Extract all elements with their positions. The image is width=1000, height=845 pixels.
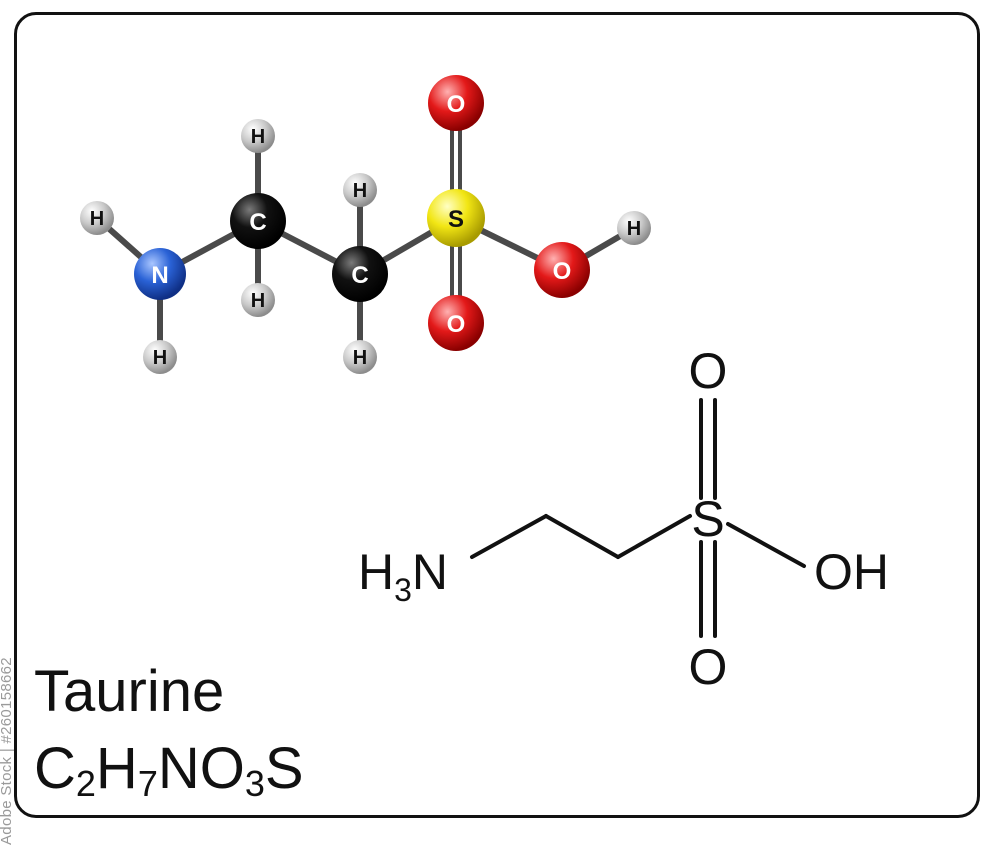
atom-h3: H	[241, 119, 275, 153]
atom-s: S	[427, 189, 485, 247]
atom-sphere	[343, 340, 377, 374]
atom-sphere	[428, 75, 484, 131]
skeletal-bond-c1-c2	[544, 514, 620, 559]
atom-o2: O	[428, 295, 484, 351]
atom-h7: H	[617, 211, 651, 245]
atom-sphere	[143, 340, 177, 374]
atom-label: H	[627, 218, 641, 240]
formula-subscript: 7	[137, 763, 158, 804]
atom-c2: C	[332, 246, 388, 302]
atom-label: C	[249, 209, 266, 236]
atom-sphere	[134, 248, 186, 300]
atom-sphere	[80, 201, 114, 235]
formula-symbol: S	[264, 736, 304, 801]
atom-label: H	[153, 347, 167, 369]
formula-subscript: 3	[244, 763, 265, 804]
atom-h4: H	[241, 283, 275, 317]
stock-watermark: Adobe Stock | #260158662	[0, 657, 15, 845]
atom-sphere	[241, 119, 275, 153]
atom-sphere	[332, 246, 388, 302]
skeletal-amine-label: H3N	[358, 544, 448, 608]
atom-sphere	[427, 189, 485, 247]
ball-model-bonds	[95, 103, 636, 357]
atom-label: H	[353, 180, 367, 202]
atom-h6: H	[343, 340, 377, 374]
skeletal-bond-s-oh	[726, 522, 806, 568]
skeletal-sulfur-label: S	[691, 491, 724, 547]
atom-sphere	[534, 242, 590, 298]
formula-symbol: C	[34, 736, 76, 801]
atom-label: H	[353, 347, 367, 369]
formula-symbol: H	[95, 736, 138, 801]
ball-model-atoms: H N H C H H C H H S O O O H	[80, 75, 651, 374]
atom-label: O	[447, 91, 466, 118]
molecular-formula: C2H7NO3S	[34, 740, 304, 802]
atom-o3: O	[534, 242, 590, 298]
atom-o1: O	[428, 75, 484, 131]
skeletal-bond-n-c1	[470, 514, 548, 559]
formula-symbol: NO	[157, 736, 245, 801]
atom-sphere	[343, 173, 377, 207]
atom-sphere	[428, 295, 484, 351]
atom-label: N	[151, 262, 168, 289]
skeletal-oxygen-bottom-label: O	[689, 639, 728, 695]
skeletal-oxygen-top-label: O	[689, 343, 728, 399]
atom-label: H	[251, 126, 265, 148]
atom-h5: H	[343, 173, 377, 207]
atom-label: S	[448, 206, 464, 233]
atom-sphere	[617, 211, 651, 245]
atom-h1: H	[80, 201, 114, 235]
atom-label: H	[251, 290, 265, 312]
atom-sphere	[230, 193, 286, 249]
atom-sphere	[241, 283, 275, 317]
atom-label: C	[351, 262, 368, 289]
atom-label: O	[447, 311, 466, 338]
skeletal-hydroxyl-label: OH	[814, 544, 889, 600]
atom-h2: H	[143, 340, 177, 374]
atom-label: H	[90, 208, 104, 230]
formula-subscript: 2	[75, 763, 96, 804]
atom-n: N	[134, 248, 186, 300]
molecule-name: Taurine	[34, 659, 225, 724]
atom-label: O	[553, 258, 572, 285]
atom-c1: C	[230, 193, 286, 249]
diagram-frame	[14, 12, 980, 818]
skeletal-bond-c2-s	[616, 514, 692, 559]
skeletal-structure: H3N S O O OH	[358, 343, 889, 695]
